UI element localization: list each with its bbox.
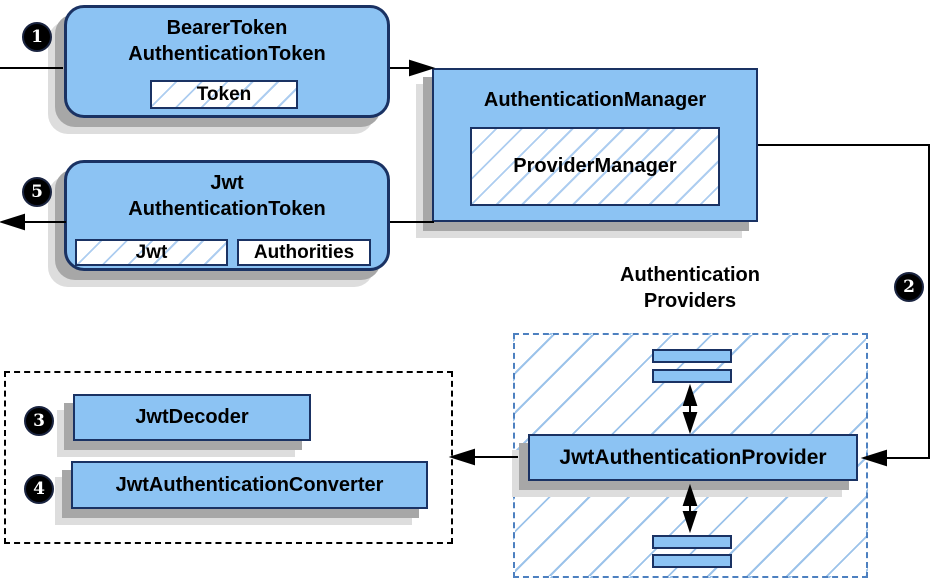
jwt-token-title-line1: Jwt <box>210 172 244 194</box>
authorities-label: Authorities <box>253 242 355 263</box>
step-badge-3: 3 <box>24 406 54 436</box>
provider-placeholder-bar-top-1 <box>652 349 732 363</box>
authentication-providers-title: Authentication Providers <box>560 262 820 314</box>
exit-result-arrowhead-icon <box>0 213 25 231</box>
step-badge-4: 4 <box>24 474 54 504</box>
provider-placeholder-bar-top-2 <box>652 369 732 383</box>
provider-manager-inner-box: ProviderManager <box>470 127 720 206</box>
provider-manager-label: ProviderManager <box>513 155 677 177</box>
bearer-token-node-title: BearerToken AuthenticationToken <box>67 8 387 67</box>
provider-placeholder-bar-bottom-2 <box>652 554 732 568</box>
authentication-manager-title: AuthenticationManager <box>483 89 707 111</box>
jwt-inner-box: Jwt <box>75 239 228 266</box>
jwt-authentication-converter-node: JwtAuthenticationConverter <box>71 461 428 509</box>
jwt-authentication-token-node: Jwt AuthenticationToken Jwt Authorities <box>64 160 390 271</box>
step-badge-1: 1 <box>22 22 52 52</box>
jwt-authentication-provider-node: JwtAuthenticationProvider <box>528 434 858 481</box>
jwt-decoder-label: JwtDecoder <box>135 406 249 428</box>
authentication-providers-title-line1: Authentication <box>620 264 760 286</box>
authentication-providers-title-line2: Providers <box>643 290 737 312</box>
token-inner-box: Token <box>150 80 298 109</box>
jwt-label: Jwt <box>135 242 168 263</box>
jwt-token-title-line2: AuthenticationToken <box>128 198 326 220</box>
jwt-authentication-provider-label: JwtAuthenticationProvider <box>559 446 827 469</box>
bearer-token-title-line1: BearerToken <box>166 17 288 39</box>
provider-placeholder-bar-bottom-1 <box>652 535 732 549</box>
step-badge-2: 2 <box>894 272 924 302</box>
bearer-token-title-line2: AuthenticationToken <box>128 43 326 65</box>
step-badge-5: 5 <box>22 177 52 207</box>
authentication-manager-node: AuthenticationManager ProviderManager <box>432 68 758 222</box>
jwt-authentication-converter-label: JwtAuthenticationConverter <box>115 474 384 496</box>
authorities-inner-box: Authorities <box>237 239 371 266</box>
bearer-to-manager-arrowhead-icon <box>409 59 436 77</box>
provider-to-decoder-arrowhead-icon <box>448 448 475 466</box>
bearer-token-authentication-token-node: BearerToken AuthenticationToken Token <box>64 5 390 118</box>
jwt-token-node-title: Jwt AuthenticationToken <box>67 163 387 222</box>
jwt-decoder-node: JwtDecoder <box>73 394 311 441</box>
token-label: Token <box>196 84 252 105</box>
